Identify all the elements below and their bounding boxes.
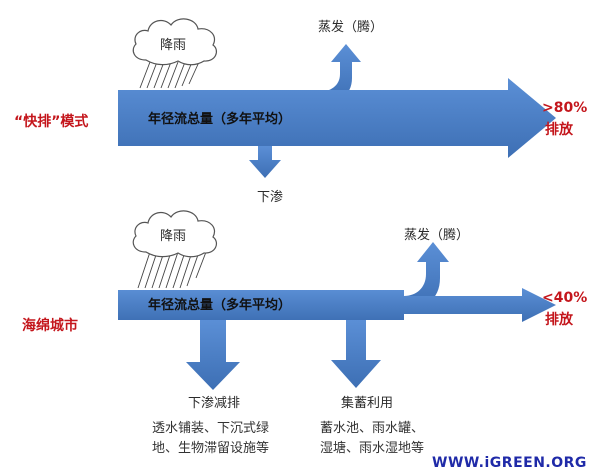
watermark-url: WWW.iGREEN.ORG [432,455,587,471]
discharge-label-bottom: 排放 [545,312,573,328]
annual-runoff-label-top: 年径流总量（多年平均） [148,112,292,127]
infiltration-label-top: 下渗 [257,190,284,205]
storage-detail-line-1: 蓄水池、雨水罐、 [320,421,425,436]
discharge-percent-top: >80% [542,100,588,116]
infiltration-arrow-bottom [186,320,240,390]
evaporation-arrow-top [318,44,361,104]
fast-drain-mode-label: “快排”模式 [14,114,89,130]
storage-detail-line-2: 湿塘、雨水湿地等 [320,441,425,456]
rain-label-bottom: 降雨 [160,229,187,244]
main-flow-arrow-top [118,78,556,158]
rain-cloud-bottom-icon [132,210,217,258]
storage-arrow-bottom [331,320,381,388]
storage-title-bottom: 集蓄利用 [341,396,394,411]
infiltration-detail-line-1: 透水铺装、下沉式绿 [152,421,270,436]
evaporation-label-bottom: 蒸发（腾） [404,228,470,243]
rain-streaks-top [139,61,200,89]
infiltration-detail-line-2: 地、生物滞留设施等 [152,441,270,456]
rain-streaks-bottom [137,251,207,289]
evaporation-label-top: 蒸发（腾） [318,20,384,35]
sponge-city-mode-label: 海绵城市 [22,318,78,334]
discharge-percent-bottom: <40% [542,290,588,306]
rain-label-top: 降雨 [160,38,187,53]
annual-runoff-label-bottom: 年径流总量（多年平均） [148,298,292,313]
infiltration-title-bottom: 下渗减排 [188,396,241,411]
discharge-label-top: 排放 [545,122,573,138]
main-flow-arrow-bottom [118,288,556,322]
evaporation-arrow-bottom [404,242,449,310]
infiltration-arrow-top [249,146,281,178]
rain-cloud-top-icon [132,18,217,66]
